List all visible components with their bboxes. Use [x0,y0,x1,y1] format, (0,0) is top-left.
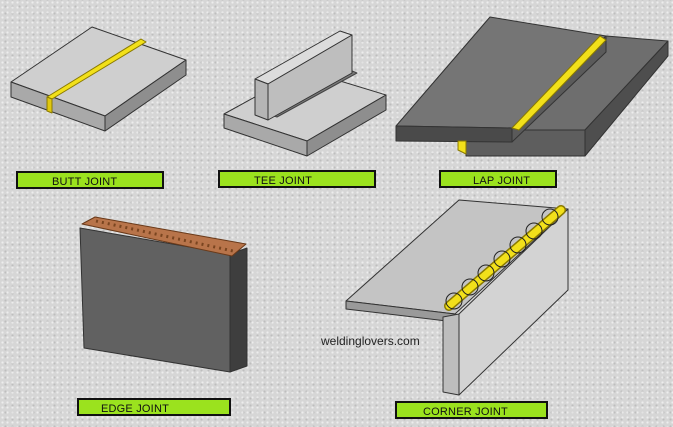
edge-weld-bead [81,216,247,257]
edge-joint-illustration [79,216,248,373]
lap-joint-illustration [395,16,669,157]
butt-joint-label: BUTT JOINT [16,171,164,189]
edge-joint-label: EDGE JOINT [77,398,231,416]
lap-joint-label: LAP JOINT [439,170,557,188]
corner-weld-bead [445,206,565,310]
corner-joint-label: CORNER JOINT [395,401,548,419]
corner-joint-illustration [345,199,569,396]
tee-joint-label: TEE JOINT [218,170,376,188]
watermark-text: weldinglovers.com [321,334,420,348]
lap-weld-bead [511,35,607,131]
tee-joint-illustration [223,30,387,157]
butt-joint-illustration [10,26,187,132]
